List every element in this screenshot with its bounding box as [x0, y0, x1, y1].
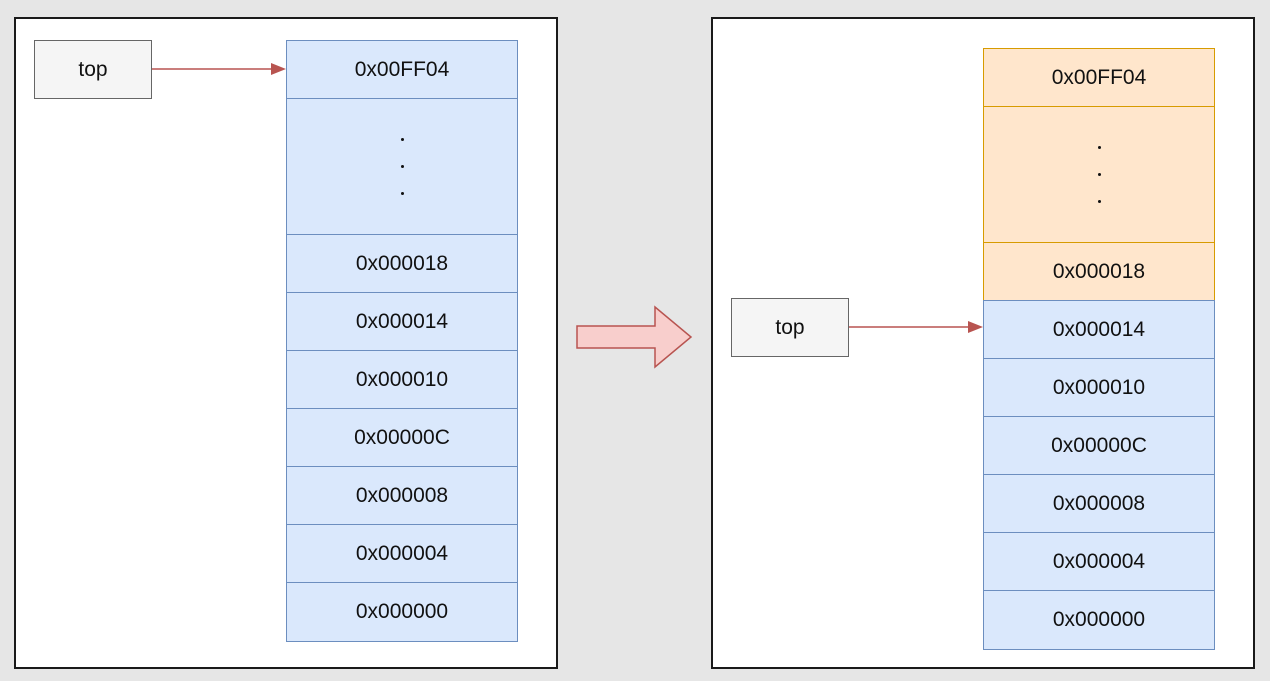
ellipsis-dot [1097, 173, 1101, 177]
pointer-arrowhead [271, 63, 286, 75]
top-label: top [78, 57, 108, 81]
address-label: 0x000004 [355, 541, 449, 565]
stack-cell: 0x00FF04 [286, 40, 518, 100]
ellipsis-dot [1097, 146, 1101, 150]
address-label: 0x00000C [1051, 433, 1147, 457]
stack-cell: 0x000018 [286, 234, 518, 294]
transition-arrow-shape [576, 305, 693, 369]
stack-cell: 0x000014 [983, 300, 1215, 360]
stack-cell: 0x000008 [983, 474, 1215, 534]
ellipsis-cell [286, 98, 518, 236]
stack-cell: 0x00000C [983, 416, 1215, 476]
address-label: 0x000018 [355, 251, 449, 275]
stack-cell: 0x000010 [286, 350, 518, 410]
address-label: 0x000014 [1052, 317, 1146, 341]
top-pointer-box: top [731, 298, 849, 357]
after-state-panel: top 0x00FF04 0x000018 0x000014 0x000010 … [711, 17, 1255, 669]
ellipsis-dot [400, 138, 404, 142]
address-label: 0x00000C [354, 425, 450, 449]
address-label: 0x000014 [355, 309, 449, 333]
transition-arrow [576, 305, 693, 369]
top-label: top [775, 315, 805, 339]
stack-cell: 0x000008 [286, 466, 518, 526]
top-pointer-box: top [34, 40, 152, 99]
popped-stack-cell: 0x00FF04 [983, 48, 1215, 108]
address-label: 0x000010 [355, 367, 449, 391]
stack-cell: 0x000000 [983, 590, 1215, 650]
address-label: 0x000010 [1052, 375, 1146, 399]
top-pointer-arrow [152, 63, 286, 75]
stack-cell: 0x000004 [983, 532, 1215, 592]
before-state-panel: top 0x00FF04 0x000018 0x000014 0x000010 … [14, 17, 558, 669]
top-pointer-arrow [849, 321, 983, 333]
stack-cell: 0x000010 [983, 358, 1215, 418]
address-label: 0x000000 [1052, 607, 1146, 631]
address-label: 0x000008 [1052, 491, 1146, 515]
popped-stack-cell: 0x000018 [983, 242, 1215, 302]
stack-cell: 0x000000 [286, 582, 518, 642]
address-label: 0x000000 [355, 599, 449, 623]
stack-cell: 0x000004 [286, 524, 518, 584]
ellipsis-dot [1097, 200, 1101, 204]
address-label: 0x000008 [355, 483, 449, 507]
popped-ellipsis-cell [983, 106, 1215, 244]
stack-cell: 0x000014 [286, 292, 518, 352]
memory-stack: 0x00FF04 0x000018 0x000014 0x000010 0x00… [983, 48, 1215, 650]
pointer-arrowhead [968, 321, 983, 333]
memory-stack: 0x00FF04 0x000018 0x000014 0x000010 0x00… [286, 40, 518, 642]
address-label: 0x00FF04 [354, 57, 450, 81]
stack-cell: 0x00000C [286, 408, 518, 468]
address-label: 0x000004 [1052, 549, 1146, 573]
ellipsis-dot [400, 192, 404, 196]
address-label: 0x000018 [1052, 259, 1146, 283]
ellipsis-dot [400, 165, 404, 169]
address-label: 0x00FF04 [1051, 65, 1147, 89]
